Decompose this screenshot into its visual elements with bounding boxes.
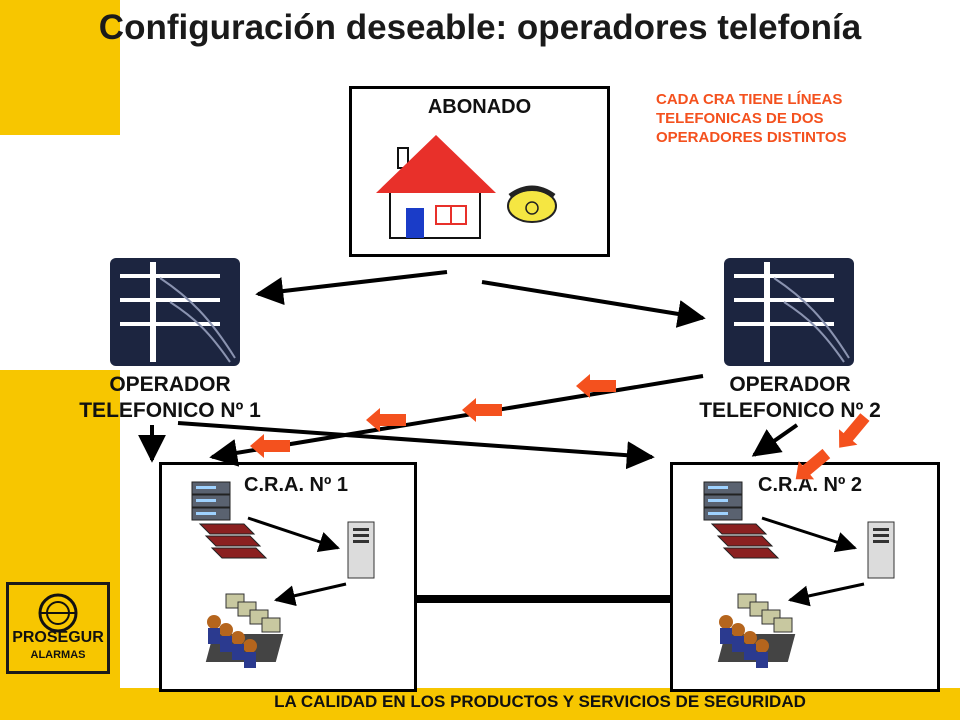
red-arrow-5 <box>788 444 835 489</box>
note-text: CADA CRA TIENE LÍNEAS TELEFONICAS DE DOS… <box>656 91 847 146</box>
cra-1-operators-icon <box>205 593 284 669</box>
arrow-subscriber-to-op1 <box>255 270 448 305</box>
red-arrow-4 <box>250 434 290 458</box>
operator-1-line2: TELEFONICO Nº 1 <box>79 399 261 422</box>
cra-2-label: C.R.A. Nº 2 <box>758 474 862 496</box>
operator-2-pole-icon <box>723 257 855 367</box>
cra-2-arrow-server-pc <box>761 516 857 553</box>
arrow-subscriber-to-op2 <box>481 280 706 328</box>
red-arrow-6 <box>830 409 875 456</box>
operator-2-label: OPERADOR TELEFONICO Nº 2 <box>660 372 920 424</box>
page-title: Configuración deseable: operadores telef… <box>98 8 862 47</box>
logo-sub: ALARMAS <box>30 649 86 661</box>
red-arrow-2 <box>462 398 502 422</box>
cra-1-computer-icon <box>347 521 375 579</box>
arrow-op2-down <box>751 423 799 457</box>
cra-1-label: C.R.A. Nº 1 <box>244 474 348 496</box>
cra-2-operators-icon <box>717 593 796 669</box>
footer-band <box>120 688 960 720</box>
arrow-op1-to-cra2 <box>177 421 655 470</box>
prosegur-emblem-icon <box>38 593 78 633</box>
cra-2-computer-icon <box>867 521 895 579</box>
arrow-op2-to-cra1 <box>209 374 704 467</box>
operator-1-pole-icon <box>109 257 241 367</box>
operator-2-line1: OPERADOR <box>729 373 851 396</box>
phone-icon <box>507 185 557 223</box>
operator-1-label: OPERADOR TELEFONICO Nº 1 <box>40 372 300 424</box>
sidebar-band-top <box>0 0 120 135</box>
cra-2-arrow-pc-operators <box>787 582 865 607</box>
footer-text: LA CALIDAD EN LOS PRODUCTOS Y SERVICIOS … <box>274 692 806 711</box>
cra-link-bar <box>417 595 670 603</box>
house-icon <box>376 135 496 239</box>
logo-brand: PROSEGUR <box>12 629 104 646</box>
cra-1-arrow-pc-operators <box>273 582 347 607</box>
cra-1-arrow-server-pc <box>247 516 340 552</box>
operator-1-line1: OPERADOR <box>109 373 231 396</box>
subscriber-label: ABONADO <box>427 96 532 118</box>
prosegur-logo: PROSEGUR ALARMAS <box>6 582 110 674</box>
operator-2-line2: TELEFONICO Nº 2 <box>699 399 881 422</box>
